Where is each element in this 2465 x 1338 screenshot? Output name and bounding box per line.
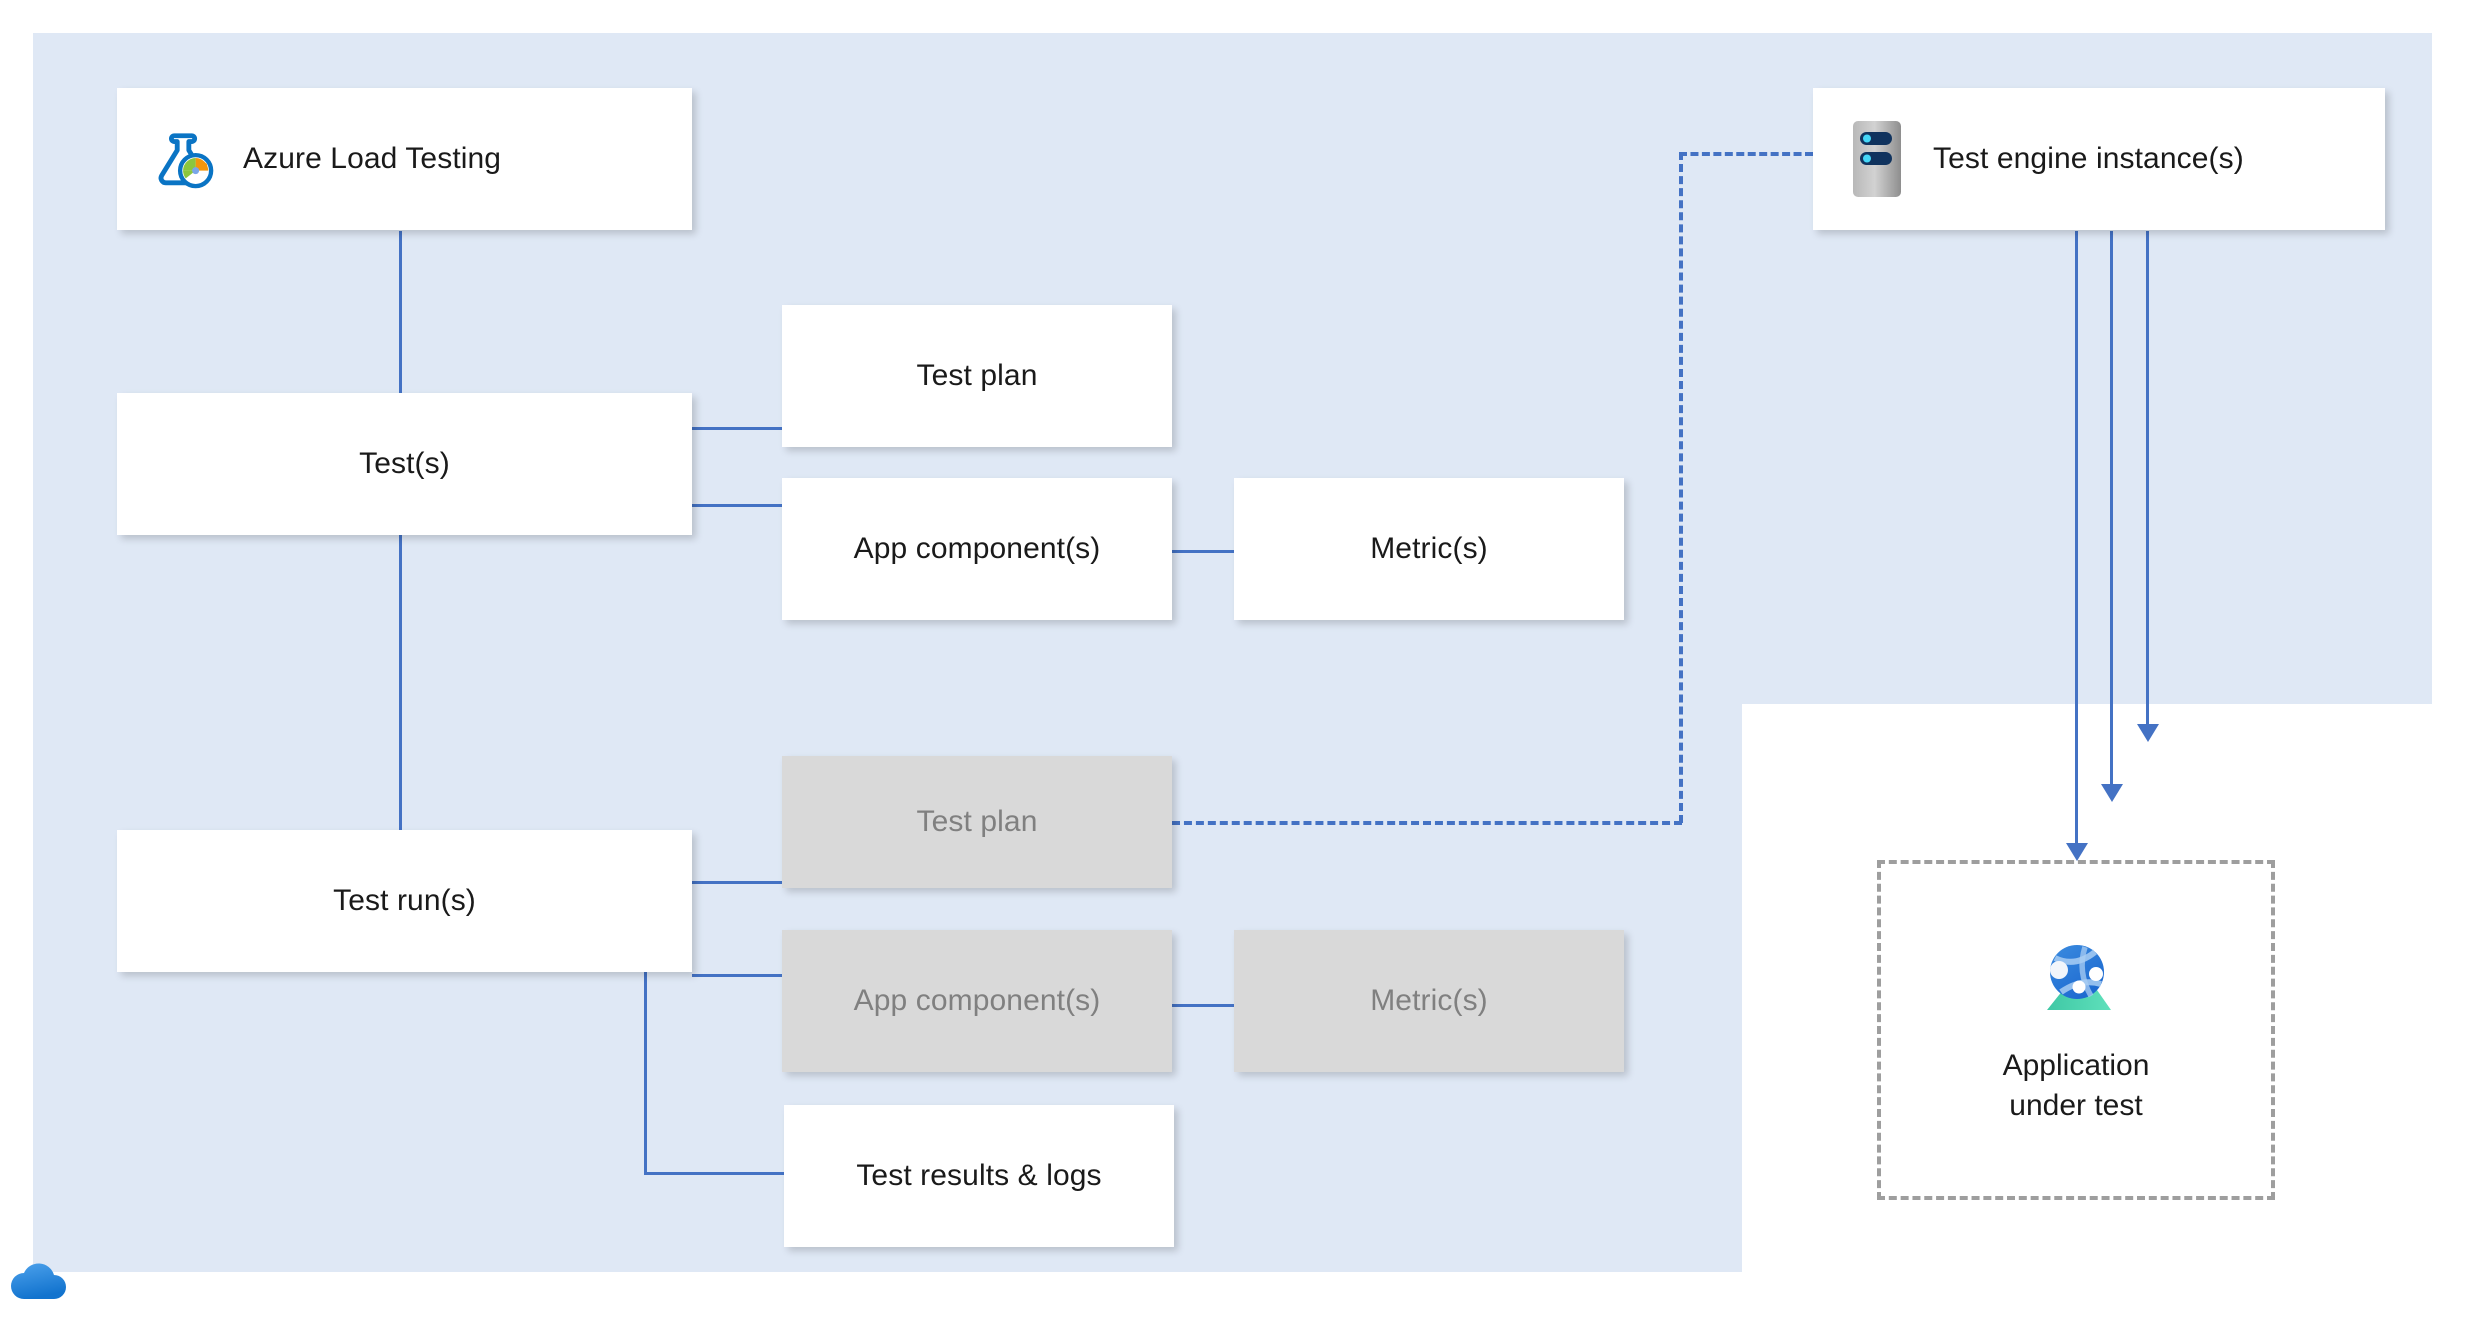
connector-testruns-elbow-horizontal bbox=[644, 1172, 784, 1175]
node-test-plan-dimmed[interactable]: Test plan bbox=[782, 756, 1172, 888]
engine-arrow-head-2 bbox=[2101, 784, 2123, 802]
application-under-test-boundary bbox=[1877, 860, 2275, 1200]
connector-alt-to-tests bbox=[399, 231, 402, 393]
connector-appcomponents-to-metrics bbox=[1172, 550, 1234, 553]
node-app-components-dimmed-label: App component(s) bbox=[853, 984, 1101, 1017]
azure-cloud-icon bbox=[8, 1255, 72, 1303]
node-azure-load-testing-label: Azure Load Testing bbox=[243, 142, 502, 175]
node-test-results-logs[interactable]: Test results & logs bbox=[784, 1105, 1174, 1247]
node-test-engine-instances-label: Test engine instance(s) bbox=[1933, 142, 2244, 175]
node-test-plan-label: Test plan bbox=[916, 359, 1038, 392]
node-metrics-label: Metric(s) bbox=[1370, 532, 1488, 565]
connector-appcomponents-to-metrics-dim bbox=[1172, 1004, 1234, 1007]
node-tests[interactable]: Test(s) bbox=[117, 393, 692, 535]
node-test-plan-dimmed-label: Test plan bbox=[916, 805, 1038, 838]
node-metrics[interactable]: Metric(s) bbox=[1234, 478, 1624, 620]
connector-testruns-to-testplan-dim bbox=[692, 881, 782, 884]
engine-arrow-line-2 bbox=[2110, 231, 2113, 787]
dashed-connector-testplan-to-engine-vertical bbox=[1679, 152, 1683, 823]
dashed-connector-testplan-to-engine-horizontal bbox=[1172, 821, 1682, 825]
node-metrics-dimmed[interactable]: Metric(s) bbox=[1234, 930, 1624, 1072]
application-under-test-caption: Application under test bbox=[2003, 1046, 2150, 1125]
application-under-test-label-line1: Application bbox=[2002, 1049, 2150, 1083]
application-globe-icon bbox=[2033, 934, 2119, 1020]
connector-testruns-to-appcomponents-dim bbox=[692, 974, 782, 977]
engine-arrow-line-1 bbox=[2075, 231, 2078, 846]
node-app-components-label: App component(s) bbox=[853, 532, 1101, 565]
test-engine-icon bbox=[1849, 119, 1905, 199]
connector-tests-to-appcomponents bbox=[692, 504, 782, 507]
engine-arrow-head-1 bbox=[2066, 843, 2088, 861]
node-tests-label: Test(s) bbox=[359, 447, 450, 480]
application-under-test-label-line2: under test bbox=[2009, 1089, 2143, 1122]
node-azure-load-testing[interactable]: Azure Load Testing bbox=[117, 88, 692, 230]
node-app-components-dimmed[interactable]: App component(s) bbox=[782, 930, 1172, 1072]
azure-load-testing-icon bbox=[153, 128, 215, 190]
application-under-test[interactable]: Application under test bbox=[1877, 860, 2275, 1200]
node-app-components[interactable]: App component(s) bbox=[782, 478, 1172, 620]
dashed-connector-engine-entry bbox=[1679, 152, 1813, 156]
engine-arrow-line-3 bbox=[2146, 231, 2149, 727]
node-test-runs-label: Test run(s) bbox=[333, 884, 476, 917]
node-test-plan[interactable]: Test plan bbox=[782, 305, 1172, 447]
node-test-runs[interactable]: Test run(s) bbox=[117, 830, 692, 972]
engine-arrow-head-3 bbox=[2137, 724, 2159, 742]
node-test-results-logs-label: Test results & logs bbox=[856, 1159, 1102, 1192]
connector-tests-to-testruns bbox=[399, 535, 402, 830]
node-test-engine-instances[interactable]: Test engine instance(s) bbox=[1813, 88, 2385, 230]
connector-tests-to-testplan bbox=[692, 427, 782, 430]
node-metrics-dimmed-label: Metric(s) bbox=[1370, 984, 1488, 1017]
connector-testruns-elbow-vertical bbox=[644, 955, 647, 1175]
